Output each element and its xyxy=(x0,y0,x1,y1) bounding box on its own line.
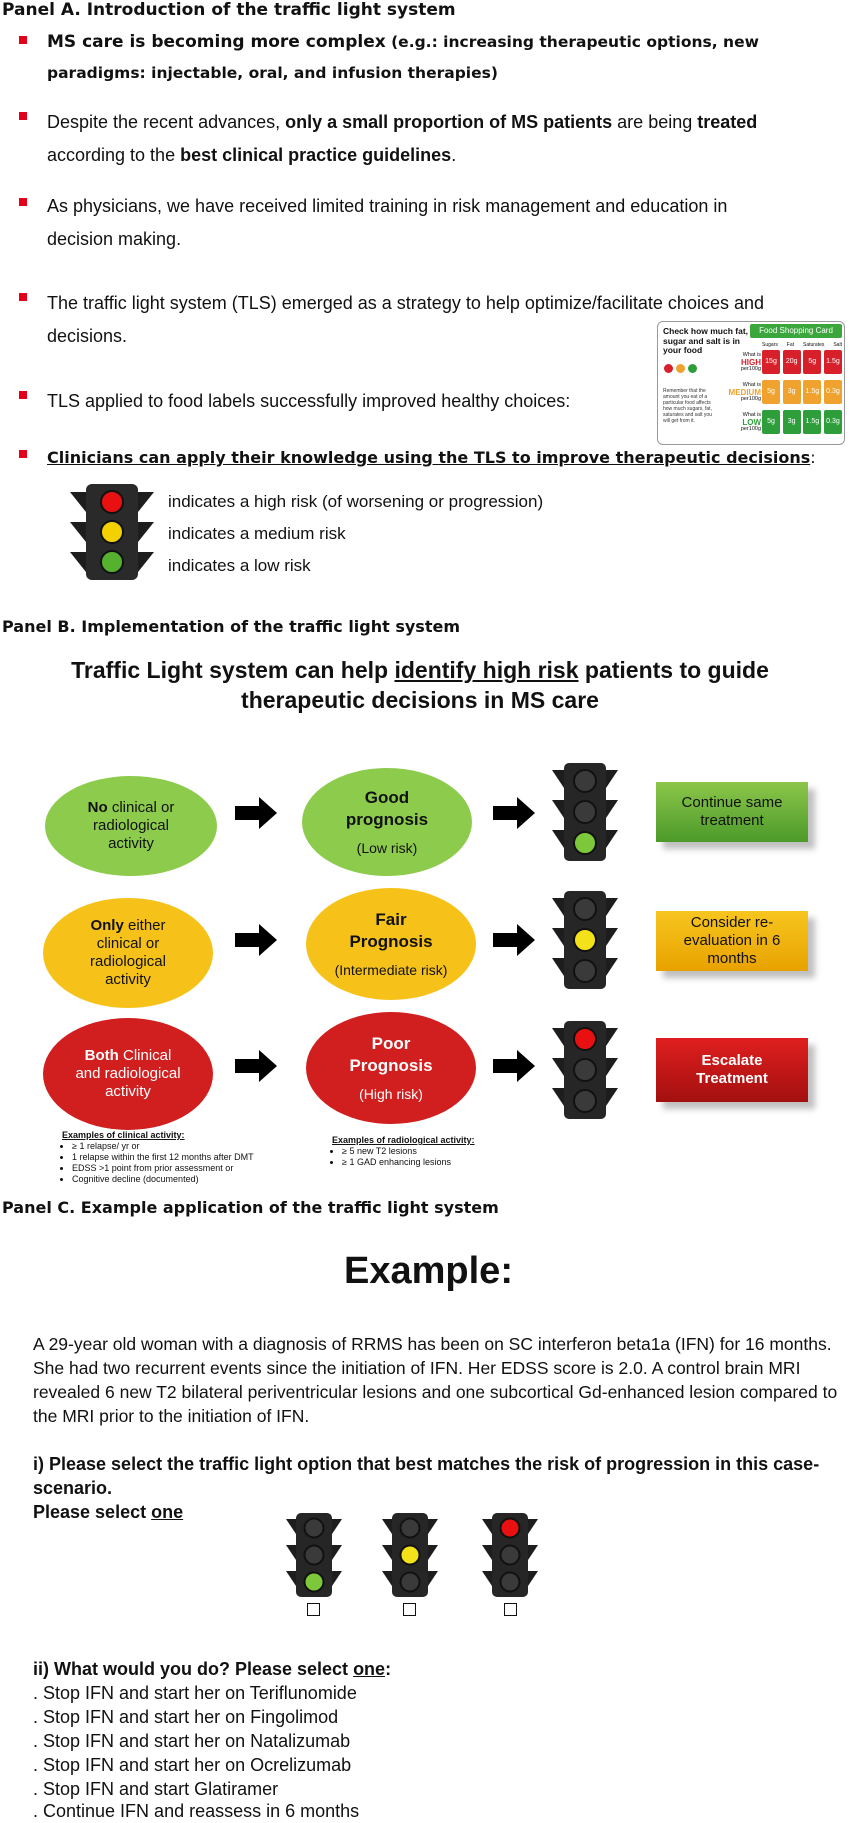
red-dot-icon xyxy=(664,364,673,373)
green-dot-icon xyxy=(688,364,697,373)
action-box-reevaluate: Consider re-evaluation in 6 months xyxy=(656,911,808,971)
input-ellipse-both-activity: Both Clinical and radiological activity xyxy=(43,1018,213,1130)
food-card-high-row: 15g 20g 5g 1.5g xyxy=(762,350,842,374)
list-item: 1 relapse within the first 12 months aft… xyxy=(72,1152,292,1163)
option-continue-ifn[interactable]: . Continue IFN and reassess in 6 months xyxy=(33,1801,360,1821)
traffic-light-red-icon xyxy=(552,1021,618,1119)
food-shopping-card: Food Shopping Card Check how much fat, s… xyxy=(657,321,845,445)
legend-traffic-light-icon xyxy=(70,484,154,580)
arrow-right-icon xyxy=(235,797,277,829)
food-card-cols: Sugars Fat Saturates Salt xyxy=(762,342,842,348)
question-2: ii) What would you do? Please select one… xyxy=(33,1659,392,1679)
food-card-medium-label: What is MEDIUM per100g xyxy=(728,382,761,402)
food-card-low-row: 5g 3g 1.5g 0.3g xyxy=(762,410,842,434)
clinical-activity-examples: Examples of clinical activity: ≥ 1 relap… xyxy=(62,1130,292,1185)
bullet-complexity: MS care is becoming more complex (e.g.: … xyxy=(47,27,767,89)
prognosis-ellipse-fair: Fair Prognosis (Intermediate risk) xyxy=(306,888,476,1000)
food-card-note: Remember that the amount you eat of a pa… xyxy=(663,388,712,424)
food-card-badge: Food Shopping Card xyxy=(750,324,842,338)
food-card-medium-row: 5g 3g 1.5g 0.3g xyxy=(762,380,842,404)
arrow-right-icon xyxy=(493,797,535,829)
example-heading: Example: xyxy=(344,1250,513,1292)
legend-high-risk: indicates a high risk (of worsening or p… xyxy=(168,492,544,511)
bullet-food-labels: TLS applied to food labels successfully … xyxy=(47,391,571,411)
option-glatiramer[interactable]: . Stop IFN and start Glatiramer xyxy=(33,1779,279,1799)
question-1-select: Please select one xyxy=(33,1502,184,1522)
arrow-right-icon xyxy=(235,1050,277,1082)
food-card-dots xyxy=(664,364,697,373)
option-ocrelizumab[interactable]: . Stop IFN and start her on Ocrelizumab xyxy=(33,1755,352,1775)
bullet-marker xyxy=(19,391,27,399)
arrow-right-icon xyxy=(235,924,277,956)
food-card-heading: Check how much fat, sugar and salt is in… xyxy=(663,326,749,355)
input-ellipse-no-activity: No clinical or radiological activity xyxy=(45,776,217,876)
bullet-marker xyxy=(19,36,27,44)
option-fingolimod[interactable]: . Stop IFN and start her on Fingolimod xyxy=(33,1707,339,1727)
option-traffic-light-yellow-icon xyxy=(382,1513,438,1597)
list-item: ≥ 1 relapse/ yr or xyxy=(72,1141,292,1152)
question-1: i) Please select the traffic light optio… xyxy=(33,1454,820,1498)
bullet-marker xyxy=(19,293,27,301)
food-card-low-label: What is LOW per100g xyxy=(740,412,761,432)
checkbox-yellow-option[interactable] xyxy=(403,1603,416,1616)
action-box-escalate: Escalate Treatment xyxy=(656,1038,808,1102)
bullet-complexity-bold: MS care is becoming more complex xyxy=(47,32,386,52)
traffic-light-yellow-icon xyxy=(552,891,618,989)
checkbox-red-option[interactable] xyxy=(504,1603,517,1616)
option-traffic-light-green-icon xyxy=(286,1513,342,1597)
panel-b-headline: Traffic Light system can help identify h… xyxy=(71,657,769,713)
panel-b-title: Panel B. Implementation of the traffic l… xyxy=(2,617,460,636)
panel-c-title: Panel C. Example application of the traf… xyxy=(2,1198,499,1217)
bullet-tls-emerged: The traffic light system (TLS) emerged a… xyxy=(47,293,764,346)
legend-low-risk: indicates a low risk xyxy=(168,556,311,575)
bullet-complexity-rest: (e.g.: increasing therapeutic options, n… xyxy=(47,33,759,82)
action-box-continue: Continue same treatment xyxy=(656,782,808,842)
list-item: ≥ 5 new T2 lesions xyxy=(342,1146,532,1157)
arrow-right-icon xyxy=(493,924,535,956)
bullet-marker xyxy=(19,112,27,120)
list-item: Cognitive decline (documented) xyxy=(72,1174,292,1185)
radiological-activity-examples: Examples of radiological activity: ≥ 5 n… xyxy=(332,1135,532,1168)
prognosis-ellipse-poor: Poor Prognosis (High risk) xyxy=(306,1012,476,1124)
arrow-right-icon xyxy=(493,1050,535,1082)
bullet-advances: Despite the recent advances, only a smal… xyxy=(47,112,758,165)
prognosis-ellipse-good: Good prognosis (Low risk) xyxy=(302,768,472,876)
bullet-marker xyxy=(19,450,27,458)
orange-dot-icon xyxy=(676,364,685,373)
option-natalizumab[interactable]: . Stop IFN and start her on Natalizumab xyxy=(33,1731,351,1751)
case-scenario-text: A 29-year old woman with a diagnosis of … xyxy=(33,1334,838,1426)
option-traffic-light-red-icon xyxy=(482,1513,538,1597)
list-item: EDSS >1 point from prior assessment or xyxy=(72,1163,292,1174)
input-ellipse-either-activity: Only either clinical or radiological act… xyxy=(43,898,213,1008)
bullet-clinicians: Clinicians can apply their knowledge usi… xyxy=(47,448,816,467)
bullet-marker xyxy=(19,198,27,206)
checkbox-green-option[interactable] xyxy=(307,1603,320,1616)
bullet-training: As physicians, we have received limited … xyxy=(47,196,728,249)
option-teriflunomide[interactable]: . Stop IFN and start her on Teriflunomid… xyxy=(33,1683,357,1703)
food-card-high-label: What is HIGH per100g xyxy=(740,352,761,372)
panel-a-title: Panel A. Introduction of the traffic lig… xyxy=(2,0,456,20)
legend-medium-risk: indicates a medium risk xyxy=(168,524,346,543)
list-item: ≥ 1 GAD enhancing lesions xyxy=(342,1157,532,1168)
traffic-light-green-icon xyxy=(552,763,618,861)
